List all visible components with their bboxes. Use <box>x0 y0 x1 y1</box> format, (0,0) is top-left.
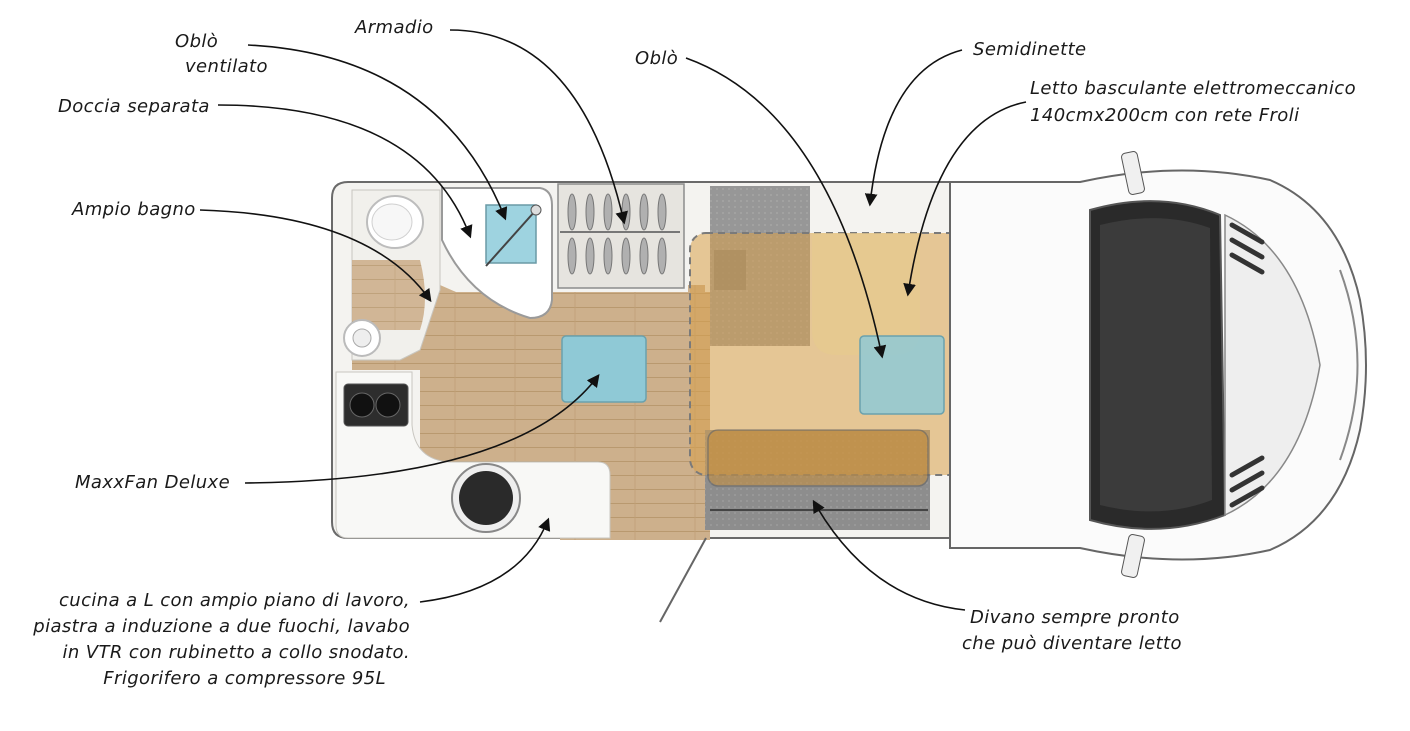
label-armadio: Armadio <box>354 17 434 38</box>
svg-text:Frigorifero a compressore 95L: Frigorifero a compressore 95L <box>103 668 386 689</box>
arrow-oblo <box>685 57 887 359</box>
label-letto: Letto basculante elettromeccanico 140cmx… <box>1030 78 1356 126</box>
skylight-oblo <box>859 335 945 415</box>
arrow-armadio <box>449 29 628 225</box>
label-doccia: Doccia separata <box>58 96 210 117</box>
arrow-doccia <box>217 104 473 239</box>
label-oblo: Oblò <box>635 48 678 69</box>
svg-text:Letto basculante elettromeccan: Letto basculante elettromeccanico <box>1030 78 1356 99</box>
svg-text:in VTR con rubinetto a collo s: in VTR con rubinetto a collo snodato. <box>62 642 410 663</box>
kitchen <box>335 371 611 539</box>
arrow-maxxfan <box>244 373 600 484</box>
wardrobe <box>557 183 685 289</box>
leader-arrows <box>199 29 1027 611</box>
label-cucina: cucina a L con ampio piano di lavoro, pi… <box>32 590 410 689</box>
svg-text:piastra a induzione a due fuoc: piastra a induzione a due fuochi, lavabo <box>32 616 410 637</box>
label-bagno: Ampio bagno <box>71 199 196 220</box>
bathroom <box>343 187 553 361</box>
svg-text:140cmx200cm con rete Froli: 140cmx200cm con rete Froli <box>1030 105 1299 126</box>
svg-text:Oblò: Oblò <box>175 31 218 52</box>
label-oblo-ventilato: Oblò ventilato <box>175 31 268 77</box>
label-semidinette: Semidinette <box>973 39 1087 60</box>
door <box>659 537 707 623</box>
arrow-divano <box>812 499 966 611</box>
skylight-maxxfan <box>561 335 647 403</box>
svg-text:che può diventare letto: che può diventare letto <box>962 633 1182 654</box>
svg-text:cucina a L con ampio piano di: cucina a L con ampio piano di lavoro, <box>59 590 410 611</box>
label-divano: Divano sempre pronto che può diventare l… <box>962 607 1182 654</box>
svg-text:Divano sempre pronto: Divano sempre pronto <box>970 607 1180 628</box>
arrow-letto <box>903 101 1027 297</box>
svg-text:ventilato: ventilato <box>185 56 268 77</box>
vehicle-cab <box>949 151 1367 578</box>
arrow-cucina <box>419 517 551 603</box>
arrow-semidinette <box>864 49 963 207</box>
arrow-oblo-ventilato <box>247 44 508 221</box>
arrow-bagno <box>199 209 432 303</box>
label-maxxfan: MaxxFan Deluxe <box>75 472 230 493</box>
